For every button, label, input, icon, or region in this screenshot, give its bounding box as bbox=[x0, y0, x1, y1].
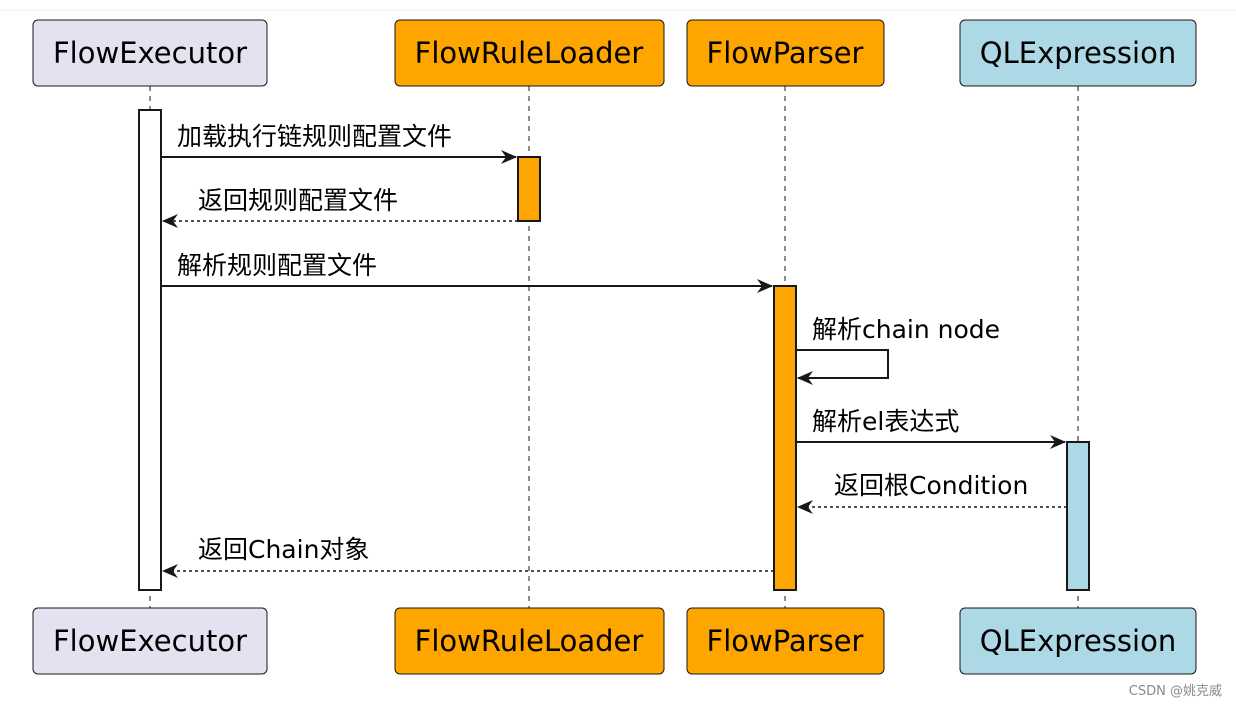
message-label: 返回规则配置文件 bbox=[198, 186, 398, 215]
activation-flowexecutor bbox=[138, 109, 162, 591]
message-parse-chain-node: 解析chain node bbox=[796, 315, 1000, 385]
participant-bottom-flowexecutor: FlowExecutor bbox=[32, 607, 268, 675]
participant-bottom-qlexpression: QLExpression bbox=[959, 607, 1197, 675]
participant-label: FlowRuleLoader bbox=[415, 36, 644, 70]
message-label: 加载执行链规则配置文件 bbox=[177, 122, 452, 151]
participant-label: FlowExecutor bbox=[53, 36, 247, 70]
participant-box bbox=[394, 607, 665, 675]
message-label: 解析规则配置文件 bbox=[177, 251, 377, 280]
message-parse-rule-config: 解析规则配置文件 bbox=[161, 251, 773, 293]
activation-qlexpression bbox=[1066, 441, 1090, 591]
watermark: CSDN @姚克威 bbox=[1129, 684, 1222, 699]
message-return-root-condition: 返回根Condition bbox=[797, 471, 1067, 514]
activation-flowruleloader bbox=[517, 156, 541, 222]
message-return-rule-config: 返回规则配置文件 bbox=[162, 186, 518, 228]
participant-label: FlowParser bbox=[707, 624, 864, 658]
participant-top-flowruleloader: FlowRuleLoader bbox=[394, 19, 665, 87]
participant-box bbox=[686, 19, 885, 87]
participant-box bbox=[32, 607, 268, 675]
activation-flowparser bbox=[773, 285, 797, 591]
participant-label: QLExpression bbox=[980, 624, 1176, 658]
message-load-rule-config: 加载执行链规则配置文件 bbox=[161, 122, 517, 164]
message-label: 解析el表达式 bbox=[812, 407, 959, 436]
message-arrow bbox=[796, 349, 889, 385]
message-label: 返回Chain对象 bbox=[198, 535, 369, 564]
participant-box bbox=[394, 19, 665, 87]
message-label: 返回根Condition bbox=[834, 471, 1028, 500]
participant-box bbox=[959, 607, 1197, 675]
participant-label: FlowParser bbox=[707, 36, 864, 70]
participant-bottom-flowparser: FlowParser bbox=[686, 607, 885, 675]
participant-box bbox=[686, 607, 885, 675]
participant-bottom-flowruleloader: FlowRuleLoader bbox=[394, 607, 665, 675]
message-parse-el-expression: 解析el表达式 bbox=[796, 407, 1066, 449]
message-label: 解析chain node bbox=[812, 315, 1000, 344]
participant-label: FlowExecutor bbox=[53, 624, 247, 658]
participant-label: QLExpression bbox=[980, 36, 1176, 70]
participant-label: FlowRuleLoader bbox=[415, 624, 644, 658]
participant-top-flowparser: FlowParser bbox=[686, 19, 885, 87]
participant-top-flowexecutor: FlowExecutor bbox=[32, 19, 268, 87]
participant-top-qlexpression: QLExpression bbox=[959, 19, 1197, 87]
participant-box bbox=[32, 19, 268, 87]
participant-box bbox=[959, 19, 1197, 87]
message-return-chain-object: 返回Chain对象 bbox=[162, 535, 774, 578]
